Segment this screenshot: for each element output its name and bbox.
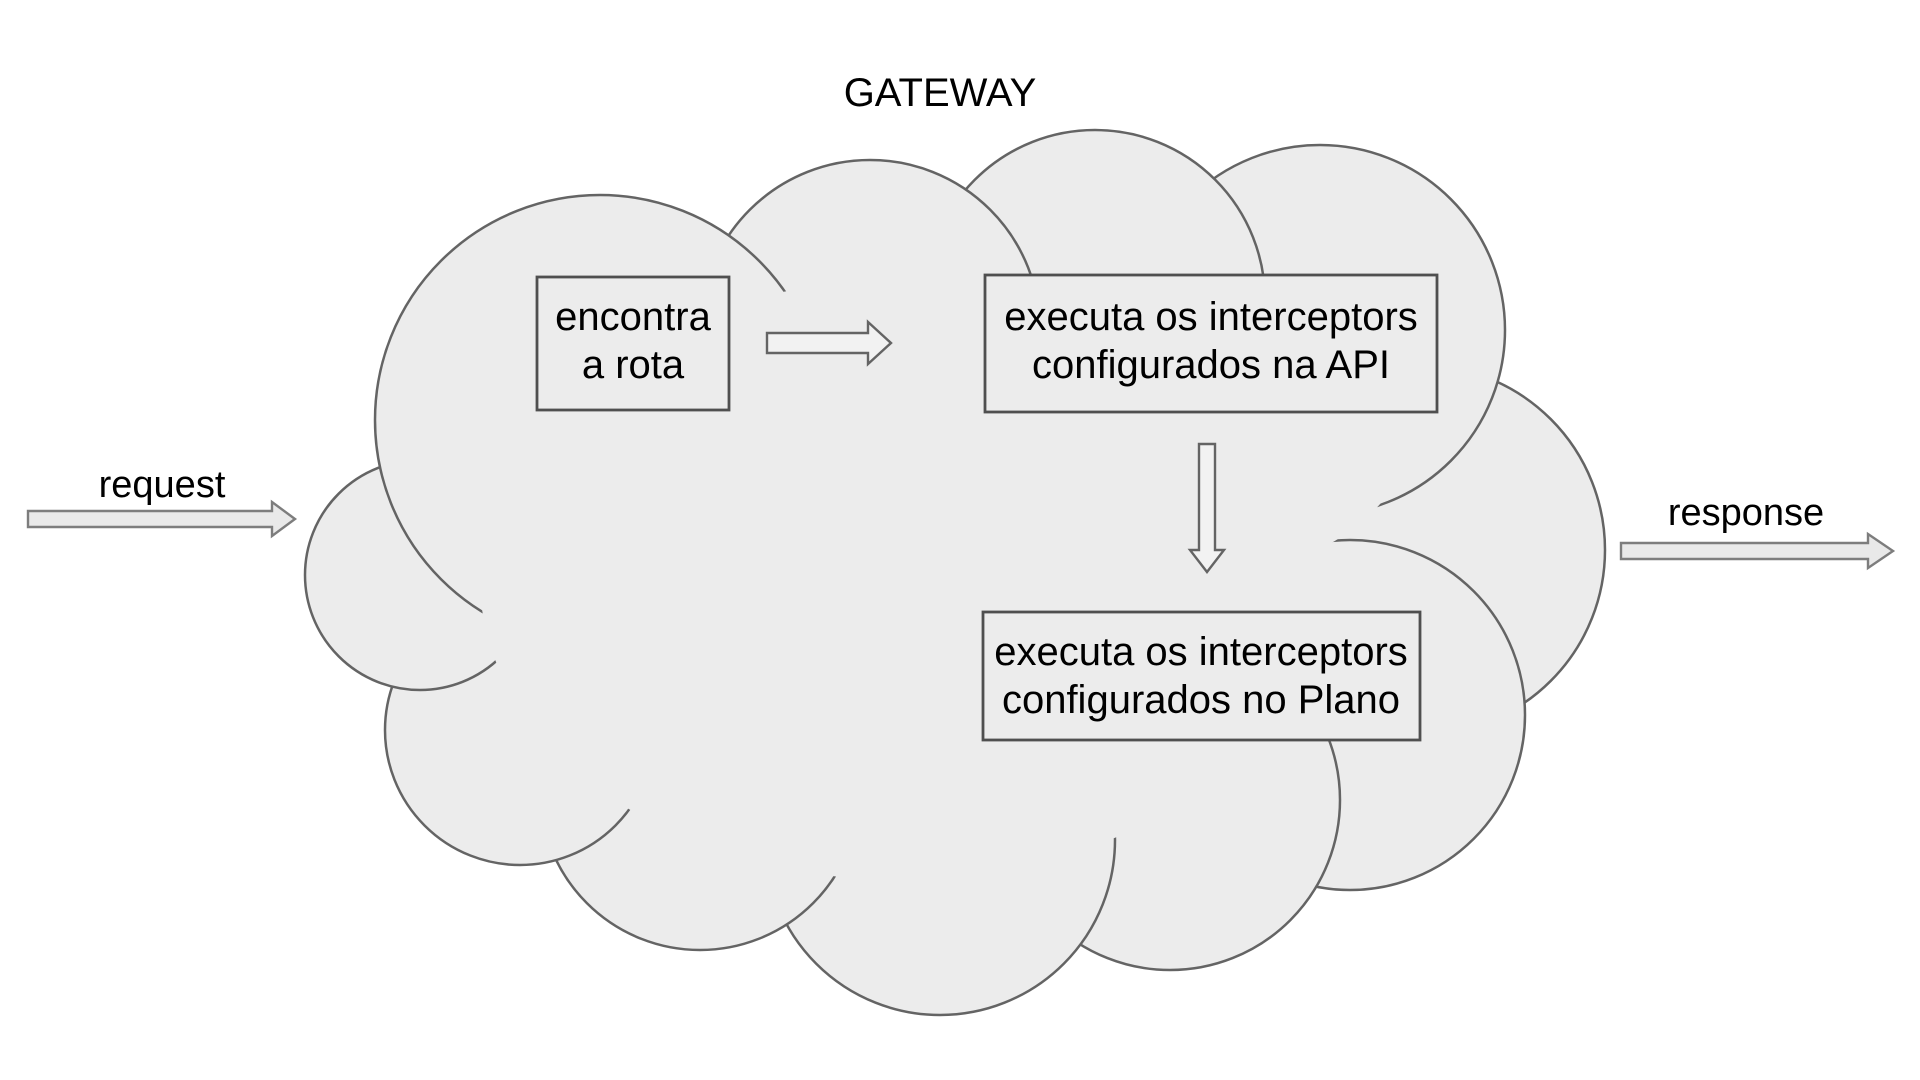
api-interceptors-label-line1: executa os interceptors: [1004, 295, 1418, 339]
gateway-cloud: [303, 128, 1607, 1017]
response-arrow: [1619, 531, 1896, 571]
request-flow: request: [26, 464, 298, 539]
plan-interceptors-label-line2: configurados no Plano: [1002, 678, 1400, 722]
request-label: request: [99, 464, 226, 506]
page-title: GATEWAY: [844, 71, 1037, 115]
find-route-label-line1: encontra: [555, 295, 711, 339]
plan-interceptors-label-line1: executa os interceptors: [994, 630, 1408, 674]
node-find-route: encontra a rota: [535, 275, 731, 412]
arrow-find-route-to-api: [765, 319, 893, 367]
find-route-label-line2: a rota: [582, 343, 685, 387]
arrow-api-to-plan: [1187, 442, 1227, 574]
find-route-box: [535, 275, 731, 412]
api-interceptors-box: [983, 273, 1439, 414]
node-api-interceptors: executa os interceptors configurados na …: [983, 273, 1439, 414]
response-label: response: [1668, 492, 1824, 534]
api-interceptors-label-line2: configurados na API: [1032, 343, 1390, 387]
node-plan-interceptors: executa os interceptors configurados no …: [981, 610, 1422, 742]
request-arrow: [26, 499, 298, 539]
plan-interceptors-box: [981, 610, 1422, 742]
response-flow: response: [1619, 492, 1896, 571]
